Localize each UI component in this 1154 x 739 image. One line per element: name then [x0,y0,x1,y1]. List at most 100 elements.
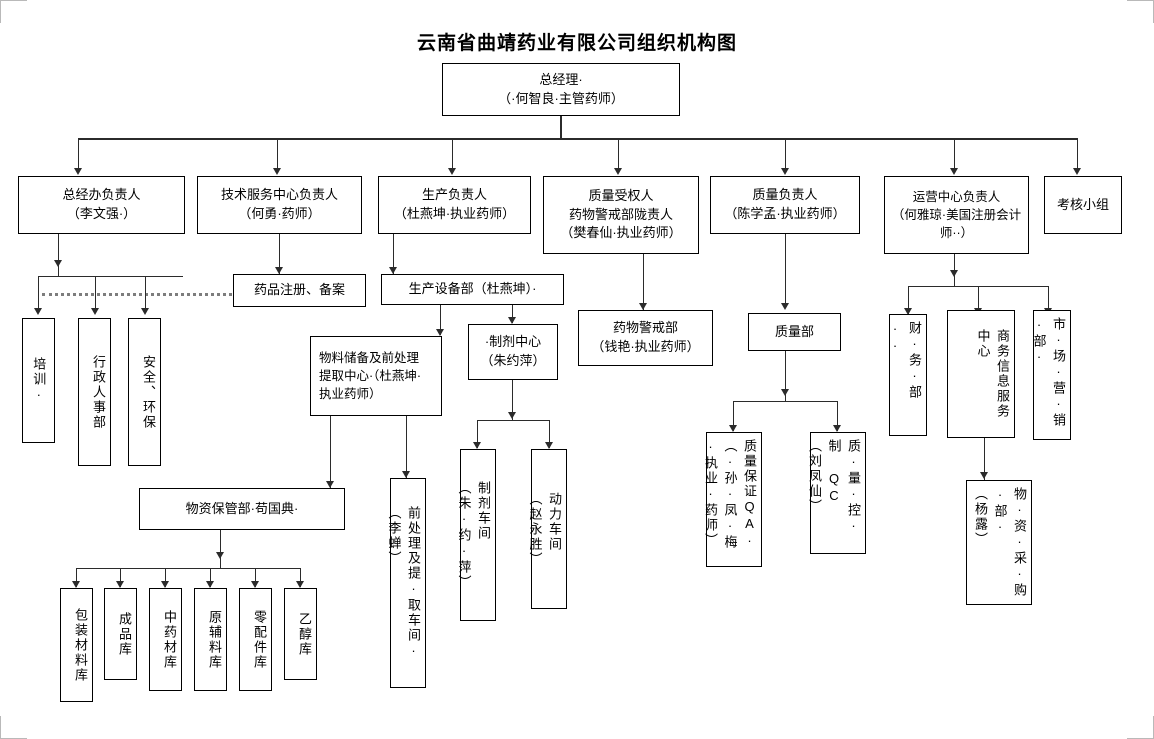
box-quality-dept[interactable]: 质量部 [748,313,841,351]
box-material-storage-pretreatment-center[interactable]: 物料储备及前处理 提取中心·（杜燕坤· 执业药师） [310,336,442,416]
arrow-procurement [980,472,988,479]
arrow-power-workshop [545,442,553,449]
box-label: ·制剂中心 （朱约萍） [480,334,546,368]
box-label: 总经理· （·何智良·主管药师） [498,71,624,106]
arrow-assessment [1073,168,1081,175]
decorative-dotted-line [42,293,232,296]
box-admin-hr-dept[interactable]: 行政人事部 [78,318,111,466]
box-training[interactable]: 培训· [22,318,55,443]
box-tech-service-center-head[interactable]: 技术服务中心负责人 （何勇·药师） [197,176,362,234]
box-general-manager[interactable]: 总经理· （·何智良·主管药师） [442,63,680,116]
arrow-wh-2 [161,581,169,588]
box-label: 培训· [31,357,47,404]
box-label: 物料储备及前处理 提取中心·（杜燕坤· 执业药师） [319,350,422,402]
box-label: 物资保管部·苟国典· [185,500,299,516]
box-warehouse-ethanol[interactable]: 乙醇库 [284,588,317,680]
box-marketing-dept[interactable]: 市·场·营·销·部· [1032,310,1071,440]
connector-drop-qc [837,401,839,431]
box-warehouse-packaging-materials[interactable]: 包装材料库 [60,588,93,702]
box-quality-authorized-person[interactable]: 质量受权人 药物警戒部陇责人 （樊春仙·执业药师） [543,176,699,254]
box-label: 行政人事部 [91,354,106,430]
box-label: 动力车间 （赵永胜） [527,491,563,567]
arrow-training [34,308,42,315]
box-label: 制剂车间 （朱·约·萍） [456,480,492,590]
box-label: 技术服务中心负责人 （何勇·药师） [220,187,338,221]
connector-quality-stem [785,234,787,308]
box-gm-office-head[interactable]: 总经办负责人 （李文强·） [18,176,185,234]
connector-drop-production [452,138,454,170]
box-assessment-team[interactable]: 考核小组 [1044,176,1122,234]
corner-mark-bottom-right [1127,716,1154,739]
arrow-operations [950,168,958,175]
connector-drop-prep-workshop [477,420,479,448]
box-label: 生产设备部（杜燕坤）· [408,281,537,297]
connector-drop-wh-4 [255,568,257,587]
box-label: 总经办负责人 （李文强·） [62,187,141,221]
box-warehouse-spare-parts[interactable]: 零配件库 [239,588,272,691]
box-pretreatment-extraction-workshop[interactable]: 前处理及提·取车间· （李蝉） [387,478,426,688]
box-quality-control-qc[interactable]: 质·量·控·制 QC （刘凤仙） [807,432,866,554]
box-label: 考核小组 [1056,196,1109,212]
box-pharmacovigilance-dept[interactable]: 药物警戒部 （钱艳·执业药师） [578,310,713,366]
box-preparation-center[interactable]: ·制剂中心 （朱约萍） [468,324,558,380]
box-safety-environment[interactable]: 安全、环保 [128,318,161,466]
box-quality-assurance-qa[interactable]: 质量保证QA· （·孙·凤·梅·执业·药师） [703,432,762,567]
arrow-safety [141,308,149,315]
connector-qa-qc-bus [733,401,837,403]
box-label: 药物警戒部 （钱艳·执业药师） [591,320,700,354]
connector-gm-office-stem [58,234,60,276]
connector-root-stem [560,116,562,138]
box-label: 财·务·部·· [887,321,923,400]
connector-drop-safety [145,276,147,313]
box-label: 运营中心负责人 （何雅琼·美国注册会计师··） [891,189,1022,241]
connector-drop-finance [908,286,910,314]
connector-drop-operations [954,138,956,170]
box-label: 安全、环保 [141,354,156,430]
box-materials-procurement-dept[interactable]: 物·资·采·购·部· （杨露） [966,480,1032,605]
box-drug-registration-filing[interactable]: 药品注册、备案 [233,274,366,307]
connector-tech-stem [279,234,281,274]
arrow-equipment-dept [389,267,397,274]
arrow-pretreat-workshop [402,471,410,478]
box-label: 药品注册、备案 [253,282,345,298]
box-warehouse-raw-excipients[interactable]: 原辅料库 [194,588,227,691]
box-production-equipment-dept[interactable]: 生产设备部（杜燕坤）· [381,274,564,305]
box-business-info-service-center[interactable]: 商务信息服务 中心 [947,310,1015,438]
arrow-quality-head [781,168,789,175]
box-label: 生产负责人 （杜燕坤·执业药师） [393,187,516,221]
connector-production-stem [393,234,395,274]
connector-drop-business-info [978,286,980,314]
box-label: 成品库 [117,611,132,657]
arrow-qa [729,425,737,432]
arrow-gm-office-stem [54,260,62,267]
box-quality-head[interactable]: 质量负责人 （陈学孟·执业药师） [710,176,860,234]
box-power-workshop[interactable]: 动力车间 （赵永胜） [528,449,567,609]
connector-drop-gm-office [78,138,80,170]
connector-pretreat-workshop [406,416,408,478]
arrow-operations-stem [950,270,958,277]
arrow-preparation-center [508,317,516,324]
connector-drop-qa [733,401,735,431]
arrow-production [448,168,456,175]
box-label: 商务信息服务 中心 [975,329,1011,419]
box-operations-center-head[interactable]: 运营中心负责人 （何雅琼·美国注册会计师··） [884,176,1029,254]
arrow-wh-3 [206,581,214,588]
box-production-head[interactable]: 生产负责人 （杜燕坤·执业药师） [378,176,531,234]
chart-title: 云南省曲靖药业有限公司组织机构图 [416,32,737,54]
connector-drop-tech [277,138,279,170]
box-materials-custody-dept[interactable]: 物资保管部·苟国典· [139,488,345,530]
connector-materials-custody [330,416,332,488]
arrow-wh-4 [251,581,259,588]
box-preparation-workshop[interactable]: 制剂车间 （朱·约·萍） [457,449,496,621]
corner-mark-bottom-left [0,716,27,739]
connector-drop-wh-1 [120,568,122,587]
box-warehouse-chinese-medicine[interactable]: 中药材库 [149,588,182,691]
arrow-wh-0 [72,581,80,588]
connector-procurement-stem [984,438,986,480]
connector-drop-assessment [1077,138,1079,170]
box-finance-dept[interactable]: 财·务·部·· [888,314,927,436]
connector-preparation-center [512,305,514,323]
box-label: 前处理及提·取车间· （李蝉） [386,506,422,660]
box-warehouse-finished-goods[interactable]: 成品库 [104,588,137,680]
arrow-pharmacovigilance [639,303,647,310]
